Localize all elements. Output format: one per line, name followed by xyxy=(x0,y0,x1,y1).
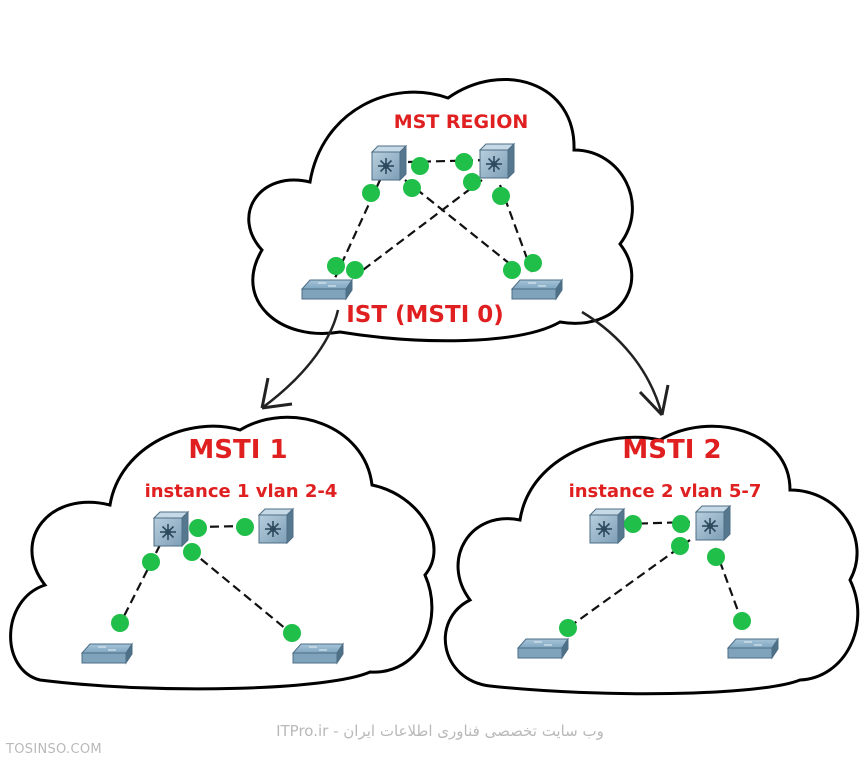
links-msti-2 xyxy=(564,520,744,631)
access-switch-icon xyxy=(301,279,353,300)
cloud-msti-2 xyxy=(443,424,860,696)
multilayer-switch-icon xyxy=(479,143,515,179)
msti-2-subtitle: instance 2 vlan 5-7 xyxy=(569,481,762,502)
access-switch-icon xyxy=(511,279,563,300)
access-switch-icon xyxy=(517,638,569,659)
access-switch-icon xyxy=(727,638,779,659)
msti-1-subtitle: instance 1 vlan 2-4 xyxy=(145,481,338,502)
multilayer-switch-icon xyxy=(258,508,294,544)
mst-region-title: MST REGION xyxy=(394,111,529,133)
watermark-tosinso: TOSINSO.COM xyxy=(6,742,102,757)
ports-msti-2 xyxy=(559,515,751,637)
arrow-to-msti-1 xyxy=(260,309,340,410)
msti-1-title: MSTI 1 xyxy=(188,435,287,465)
ports-msti-1 xyxy=(111,518,301,642)
arrow-to-msti-2 xyxy=(581,310,670,417)
access-switch-icon xyxy=(292,643,344,664)
multilayer-switch-icon xyxy=(153,511,189,547)
cloud-mst-region xyxy=(247,77,634,343)
multilayer-switch-icon xyxy=(589,508,625,544)
ist-label: IST (MSTI 0) xyxy=(346,302,504,328)
multilayer-switch-icon xyxy=(695,505,731,541)
multilayer-switch-icon xyxy=(371,145,407,181)
access-switch-icon xyxy=(81,643,133,664)
msti-2-title: MSTI 2 xyxy=(622,435,721,465)
ports-mst-region xyxy=(327,153,542,279)
watermark-itpro: ITPro.ir - وب سایت تخصصی فناوری اطلاعات … xyxy=(276,722,604,740)
